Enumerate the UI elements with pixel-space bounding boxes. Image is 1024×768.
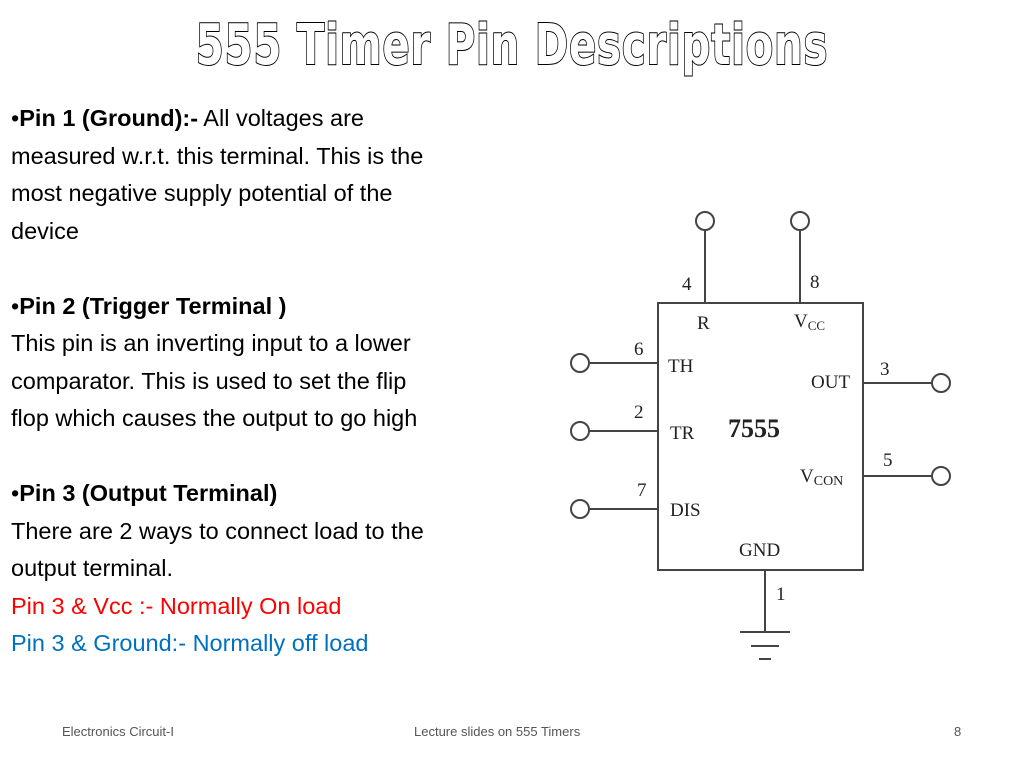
label-vcon: VCON bbox=[800, 466, 843, 489]
pin-number-2: 2 bbox=[634, 402, 644, 423]
pin2-line-heading: •Pin 2 (Trigger Terminal ) bbox=[11, 288, 531, 326]
chip-label: 7555 bbox=[728, 414, 780, 443]
pin3-ground-load: Pin 3 & Ground:- Normally off load bbox=[11, 630, 369, 656]
pin3-text-2: output terminal. bbox=[11, 555, 173, 581]
pin1-text-1: All voltages are bbox=[198, 105, 364, 131]
pin-number-6: 6 bbox=[634, 339, 644, 360]
pin1-text-4: device bbox=[11, 217, 79, 244]
pin1-heading: Pin 1 (Ground):- bbox=[19, 105, 199, 131]
label-gnd: GND bbox=[739, 540, 780, 561]
label-vcon-main: V bbox=[800, 466, 814, 487]
label-vcc-main: V bbox=[794, 311, 808, 332]
label-vcc-sub: CC bbox=[808, 318, 825, 333]
label-vcon-sub: CON bbox=[814, 474, 844, 489]
pin1-line-heading: •Pin 1 (Ground):- All voltages are bbox=[11, 100, 531, 138]
label-reset: R bbox=[697, 313, 710, 334]
pin-number-1: 1 bbox=[776, 584, 786, 605]
pin2-text-2: comparator. This is used to set the flip bbox=[11, 367, 407, 394]
pin2-text-1: This pin is an inverting input to a lowe… bbox=[11, 330, 411, 356]
pin-number-7: 7 bbox=[637, 480, 647, 501]
pin6-terminal bbox=[570, 353, 590, 373]
pin3-heading: Pin 3 (Output Terminal) bbox=[19, 480, 278, 506]
pin3-text-1: There are 2 ways to connect load to the bbox=[11, 517, 424, 544]
pin-number-4: 4 bbox=[682, 274, 692, 295]
bullet: • bbox=[11, 105, 20, 131]
pin-descriptions: •Pin 1 (Ground):- All voltages are measu… bbox=[11, 100, 531, 663]
label-discharge: DIS bbox=[670, 500, 701, 521]
label-output: OUT bbox=[811, 372, 850, 393]
pin3-terminal bbox=[931, 373, 951, 393]
pin2-heading: Pin 2 (Trigger Terminal ) bbox=[19, 292, 287, 319]
footer-topic: Lecture slides on 555 Timers bbox=[414, 724, 581, 739]
label-vcc: VCC bbox=[794, 311, 825, 333]
chip-body bbox=[657, 302, 864, 571]
pin2-text-3: flop which causes the output to go high bbox=[11, 405, 418, 431]
slide-title: 555 Timer Pin Descriptions bbox=[195, 12, 829, 79]
pin1-text-2: measured w.r.t. this terminal. This is t… bbox=[11, 142, 424, 169]
pin7-terminal bbox=[570, 499, 590, 519]
pin3-vcc-load: Pin 3 & Vcc :- Normally On load bbox=[11, 592, 342, 619]
label-trigger: TR bbox=[670, 423, 695, 444]
spacer bbox=[11, 438, 531, 476]
pin8-terminal bbox=[790, 211, 810, 231]
bullet: • bbox=[11, 292, 20, 319]
pin2-terminal bbox=[570, 421, 590, 441]
pin-number-5: 5 bbox=[883, 450, 893, 471]
bullet: • bbox=[11, 480, 20, 506]
pin-number-8: 8 bbox=[810, 272, 820, 293]
spacer bbox=[11, 250, 531, 288]
timer-7555-diagram: 4 8 6 2 7 3 5 1 R VCC TH OUT TR 7555 VCO… bbox=[570, 211, 951, 660]
label-threshold: TH bbox=[668, 356, 694, 377]
pin1-text-3: most negative supply potential of the bbox=[11, 180, 393, 206]
pin3-line-heading: •Pin 3 (Output Terminal) bbox=[11, 475, 531, 513]
footer-course: Electronics Circuit-I bbox=[62, 724, 174, 739]
pin-number-3: 3 bbox=[880, 359, 890, 380]
pin5-terminal bbox=[931, 466, 951, 486]
pin4-terminal bbox=[695, 211, 715, 231]
footer-page-number: 8 bbox=[954, 724, 962, 739]
